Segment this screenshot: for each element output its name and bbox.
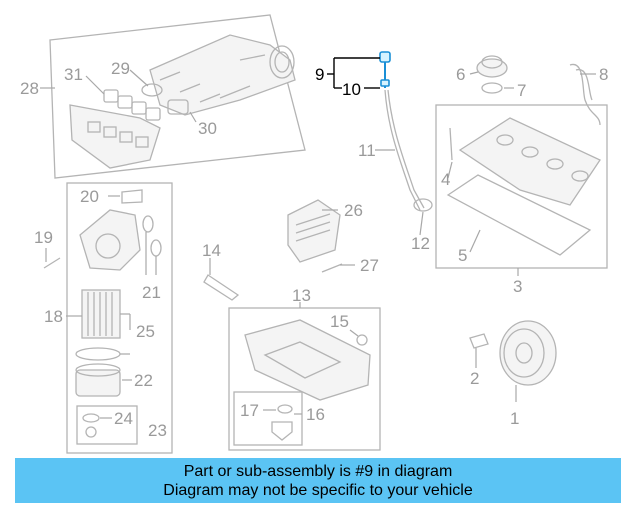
oil-pan-group-box — [228, 307, 381, 451]
callout-9: 9 — [315, 65, 324, 84]
cylinder-head-cover — [458, 117, 601, 206]
intake-manifold-group-box — [49, 14, 306, 179]
filter-o-ring — [75, 347, 121, 361]
callout-21: 21 — [142, 283, 161, 302]
callout-15: 15 — [330, 312, 349, 331]
dipstick-9-highlighted — [379, 51, 391, 88]
pulley-bolt — [469, 333, 489, 349]
oil-cooler — [287, 199, 341, 263]
info-banner: Part or sub-assembly is #9 in diagram Di… — [15, 458, 621, 503]
callout-29: 29 — [111, 59, 130, 78]
cylinder-head-cover-group-box — [435, 104, 608, 269]
callout-22: 22 — [134, 371, 153, 390]
pipe-14 — [203, 274, 240, 301]
leader-lines — [40, 69, 596, 419]
callout-3: 3 — [513, 277, 522, 296]
callout-13: 13 — [292, 286, 311, 305]
drain-plug-24 — [85, 426, 97, 438]
callout-26: 26 — [344, 201, 363, 220]
callout-28: 28 — [20, 79, 39, 98]
oil-filter-group-box — [66, 182, 173, 454]
callout-6: 6 — [456, 65, 465, 84]
oil-filter-element — [81, 289, 121, 339]
callout-31: 31 — [64, 65, 83, 84]
callout-19: 19 — [34, 228, 53, 247]
gasket-20 — [121, 189, 143, 204]
callout-25: 25 — [136, 322, 155, 341]
callout-9-bracket — [327, 57, 380, 89]
callout-30: 30 — [198, 119, 217, 138]
callout-14: 14 — [202, 241, 221, 260]
banner-line-2: Diagram may not be specific to your vehi… — [163, 481, 473, 499]
callout-11: 11 — [358, 141, 376, 160]
drain-plug-subgroup-box — [233, 391, 303, 446]
gasket-30 — [167, 99, 189, 115]
filter-cap-subgroup-box — [76, 405, 138, 445]
filter-cap — [75, 363, 121, 397]
cap-o-ring — [82, 413, 100, 423]
callout-4: 4 — [441, 170, 450, 189]
o-ring-21a — [142, 215, 154, 233]
callout-18: 18 — [44, 307, 63, 326]
bolt-27 — [321, 263, 343, 273]
oil-filler-cap — [476, 55, 508, 78]
callout-16: 16 — [306, 405, 325, 424]
crankshaft-pulley — [499, 320, 557, 386]
callout-2: 2 — [470, 369, 479, 388]
intake-manifold — [149, 34, 296, 116]
callout-5: 5 — [458, 246, 467, 265]
callout-17: 17 — [240, 401, 259, 420]
callout-23: 23 — [148, 421, 167, 440]
oil-pan — [244, 319, 371, 401]
cap-gasket — [481, 82, 503, 94]
callout-27: 27 — [360, 256, 379, 275]
drain-plug-16 — [271, 421, 293, 441]
bolt-15 — [356, 334, 368, 346]
gasket-29 — [141, 83, 163, 97]
stud — [449, 127, 453, 161]
breather-hose — [569, 64, 601, 126]
callout-10: 10 — [342, 80, 361, 99]
callout-7: 7 — [517, 81, 526, 100]
callout-12: 12 — [411, 234, 430, 253]
bolt-19 — [43, 257, 61, 269]
cover-gasket — [446, 174, 592, 256]
callout-8: 8 — [599, 65, 608, 84]
banner-line-1: Part or sub-assembly is #9 in diagram — [183, 462, 453, 480]
tube-seal — [413, 198, 433, 212]
callout-20: 20 — [80, 187, 99, 206]
intake-gasket-set — [69, 104, 161, 169]
drain-washer-17 — [277, 404, 293, 414]
oil-filter-housing — [79, 209, 141, 271]
callout-1: 1 — [510, 409, 519, 428]
gasket-row — [103, 89, 161, 121]
callout-24: 24 — [114, 409, 133, 428]
dipstick-tube — [384, 89, 421, 211]
o-ring-21b — [150, 239, 162, 257]
